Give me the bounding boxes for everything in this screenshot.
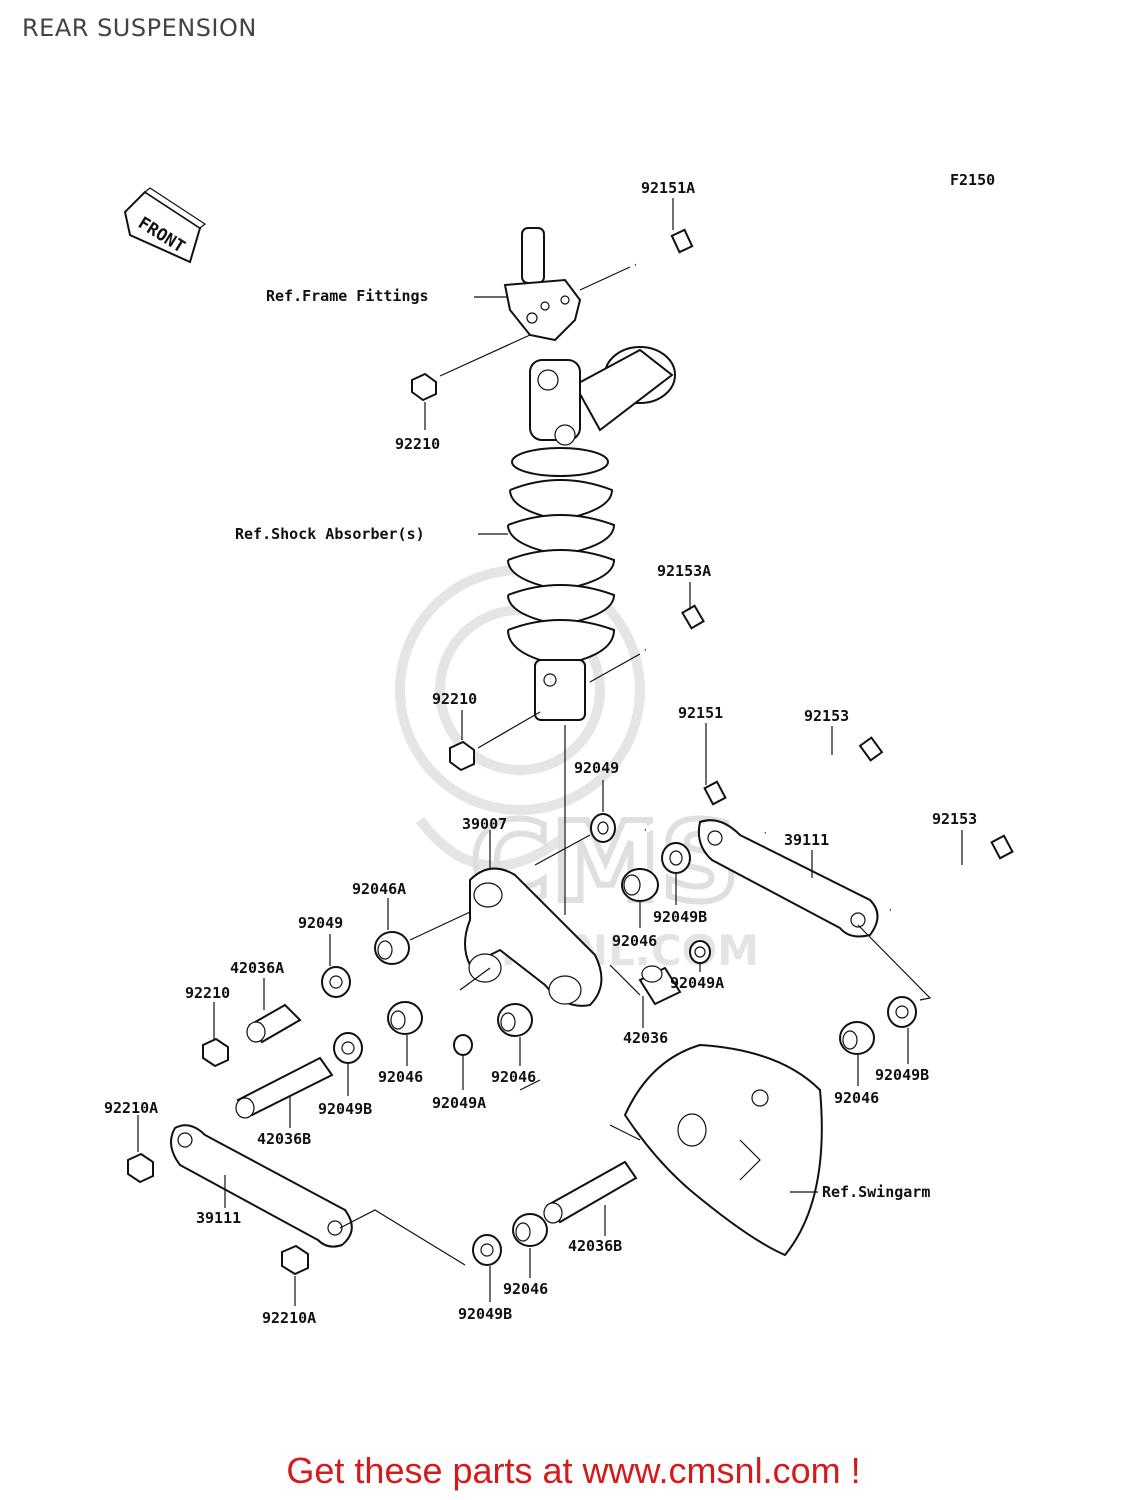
part-label: 92049 (574, 759, 619, 777)
part-label: 92046 (612, 932, 657, 950)
shock-absorber (507, 346, 676, 915)
nut-92210-left (202, 1037, 229, 1068)
part-label: 92049B (458, 1305, 512, 1323)
figure-code: F2150 (950, 171, 995, 189)
washer-92049A-low (453, 1034, 473, 1056)
swingarm (623, 1043, 823, 1257)
front-arrow-icon: FRONT (123, 187, 207, 264)
part-label: 42036B (257, 1130, 311, 1148)
bolt-92151 (644, 780, 727, 833)
washer-92049B-left-low (333, 1032, 363, 1064)
bushing-92046-center-low (497, 1003, 533, 1037)
nut-92210A-bottom (281, 1244, 309, 1276)
washer-92049A-mid (689, 940, 711, 964)
page-title: REAR SUSPENSION (22, 14, 257, 42)
washer-92049-left (321, 966, 351, 998)
part-label: 39111 (784, 831, 829, 849)
part-label: 92151A (641, 179, 695, 197)
bolt-92153-upper (764, 736, 884, 836)
part-label: 39111 (196, 1209, 241, 1227)
part-label: 92210 (185, 984, 230, 1002)
part-label: 92049A (670, 974, 724, 992)
bushing-92046-mid-right (621, 868, 659, 902)
part-label: 92210 (395, 435, 440, 453)
collar-42036 (638, 965, 682, 1006)
link-rod-39111-lower (170, 1124, 353, 1248)
washer-92049B-bottom (472, 1234, 502, 1266)
ref-swingarm-label: Ref.Swingarm (822, 1183, 930, 1201)
footer-cta-link[interactable]: Get these parts at www.cmsnl.com ! (286, 1450, 861, 1491)
part-label: 92046 (503, 1280, 548, 1298)
nut-92210-lower (449, 711, 541, 772)
part-label: 92049B (653, 908, 707, 926)
part-label: 92210A (104, 1099, 158, 1117)
bolt-92153A (589, 604, 705, 683)
part-label: 92049 (298, 914, 343, 932)
bolt-92151A (579, 228, 694, 291)
bushing-92046A (374, 911, 471, 965)
part-label: 92049A (432, 1094, 486, 1112)
link-rod-39111-upper (697, 819, 879, 938)
collar-42036B-bottom (543, 1160, 638, 1224)
bushing-92046-left-low (387, 1001, 423, 1035)
washer-92049B-mid (661, 842, 691, 874)
part-label: 92049B (318, 1100, 372, 1118)
part-label: 92046 (491, 1068, 536, 1086)
nut-92210A-left (127, 1152, 154, 1184)
part-label: 92153A (657, 562, 711, 580)
part-label: 39007 (462, 815, 507, 833)
part-label: 92046 (378, 1068, 423, 1086)
ref-shock-absorber-label: Ref.Shock Absorber(s) (235, 525, 425, 543)
nut-92210-top (411, 334, 531, 402)
frame-fitting-bracket (503, 227, 582, 342)
collar-42036A (246, 1003, 302, 1044)
part-label: 92151 (678, 704, 723, 722)
part-label: 92049B (875, 1066, 929, 1084)
part-label: 42036 (623, 1029, 668, 1047)
rocker-arm-39007 (459, 867, 603, 1007)
ref-frame-fittings-label: Ref.Frame Fittings (266, 287, 429, 305)
part-label: 92046 (834, 1089, 879, 1107)
collar-42036B-left (235, 1056, 334, 1119)
part-label: 92210A (262, 1309, 316, 1327)
washer-92049B-right (887, 996, 917, 1028)
part-label: 92153 (932, 810, 977, 828)
exploded-parts-diagram: CMS CMSNL.COM FRONT F2150 (104, 171, 1014, 1327)
part-label: 92153 (804, 707, 849, 725)
washer-92049-top (534, 813, 616, 866)
bushing-92046-bottom (512, 1213, 548, 1247)
leader-lines (137, 198, 963, 1306)
part-label: 42036A (230, 959, 284, 977)
part-label: 92210 (432, 690, 477, 708)
bushing-92046-right (839, 1021, 875, 1055)
connector-lines (339, 924, 932, 1266)
part-label: 92046A (352, 880, 406, 898)
part-label: 42036B (568, 1237, 622, 1255)
bolt-92153-right (889, 834, 1014, 913)
